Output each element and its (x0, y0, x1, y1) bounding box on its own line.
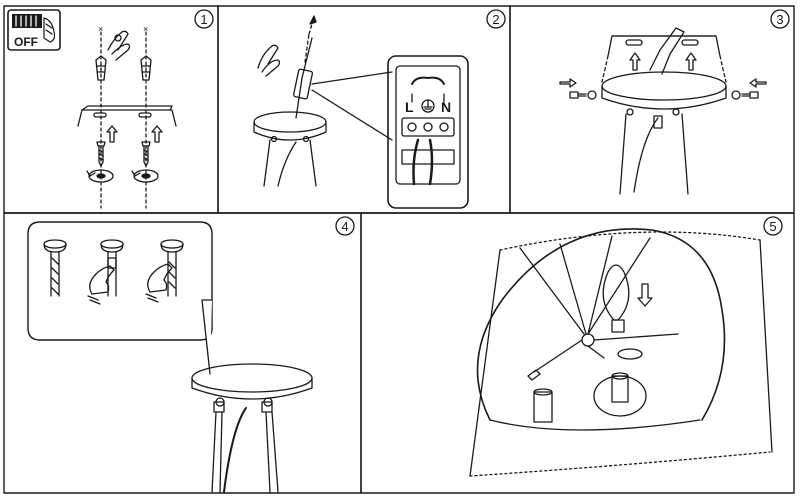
ceiling-canopy (253, 111, 327, 143)
mains-cable (295, 37, 313, 119)
suspension-wires (619, 113, 689, 195)
svg-text:×: × (98, 24, 103, 34)
switch-off-label: OFF (14, 35, 38, 49)
neutral-terminal-label: N (441, 99, 451, 115)
panel-5-content (469, 228, 773, 477)
panel-2-frame (217, 5, 511, 214)
panel-4-content (27, 221, 313, 493)
panel-2-content: L N (253, 15, 469, 209)
detail-bubble (27, 221, 213, 375)
cord-grip-step-a (43, 239, 67, 297)
hand-icon (89, 265, 115, 295)
cable-bundle (649, 27, 685, 75)
lamp-holder-left (533, 388, 553, 423)
step-5-badge: 5 (763, 216, 783, 236)
panel-4-frame (3, 212, 362, 494)
rotate-icon (131, 169, 159, 183)
step-4-badge: 4 (335, 216, 355, 236)
rotate-icon (86, 169, 114, 183)
terminal-block-detail: L N (387, 55, 469, 209)
panel-frames (3, 5, 795, 494)
right-arrow-icon (559, 78, 577, 88)
lamp-holder-right (593, 372, 647, 417)
step-numbers: 1 2 3 4 5 (194, 9, 790, 236)
up-arrow-icon (151, 125, 163, 143)
up-arrow-icon (309, 15, 317, 25)
suspension-wires (211, 411, 279, 493)
ceiling-canopy (191, 363, 313, 413)
cord-grip-step-c (145, 239, 184, 303)
suspension-wires (519, 235, 651, 335)
terminal-connector (292, 68, 314, 100)
shade-frame (527, 333, 679, 381)
pliers-icon (107, 30, 131, 61)
step-1-badge: 1 (194, 9, 214, 29)
cord-grip-step-b (87, 239, 124, 305)
wall-plug-right (140, 55, 152, 81)
hand-icon (147, 263, 173, 293)
side-screw-right (731, 78, 767, 100)
panel-3-content (559, 27, 767, 195)
step-3-number: 3 (776, 12, 783, 27)
step-2-badge: 2 (486, 9, 506, 29)
power-cable (277, 141, 297, 187)
step-4-number: 4 (341, 219, 348, 234)
power-cable (223, 407, 247, 493)
left-arrow-icon (749, 78, 767, 88)
power-cable (633, 117, 659, 193)
mounting-bracket (607, 35, 721, 57)
panel-3-frame (509, 5, 795, 214)
up-arrow-icon (106, 125, 118, 143)
callout-line (311, 89, 393, 141)
down-arrow-icon (637, 283, 653, 307)
lamp-shade (469, 228, 773, 477)
retaining-ring (617, 348, 643, 360)
light-bulb-icon (602, 264, 630, 333)
panel-5-frame (360, 212, 795, 494)
cable-grip (653, 115, 663, 129)
screw-right (141, 141, 151, 167)
suspension-wires (263, 139, 317, 187)
mounting-bracket (77, 105, 177, 127)
step-5-number: 5 (769, 219, 776, 234)
wall-plug-left (95, 55, 107, 81)
up-arrow-icon (685, 52, 697, 71)
ceiling-canopy (601, 71, 727, 116)
step-2-number: 2 (492, 12, 499, 27)
step-3-badge: 3 (770, 9, 790, 29)
screw-left (96, 141, 106, 167)
step-1-number: 1 (200, 12, 207, 27)
power-switch-icon: OFF (7, 9, 61, 51)
svg-text:×: × (143, 24, 148, 34)
pliers-icon (257, 44, 281, 77)
live-terminal-label: L (405, 99, 414, 115)
callout-line (311, 71, 393, 85)
panel-1-content: OFF × × (7, 9, 177, 209)
up-arrow-icon (629, 52, 641, 71)
side-screw-left (559, 78, 597, 100)
